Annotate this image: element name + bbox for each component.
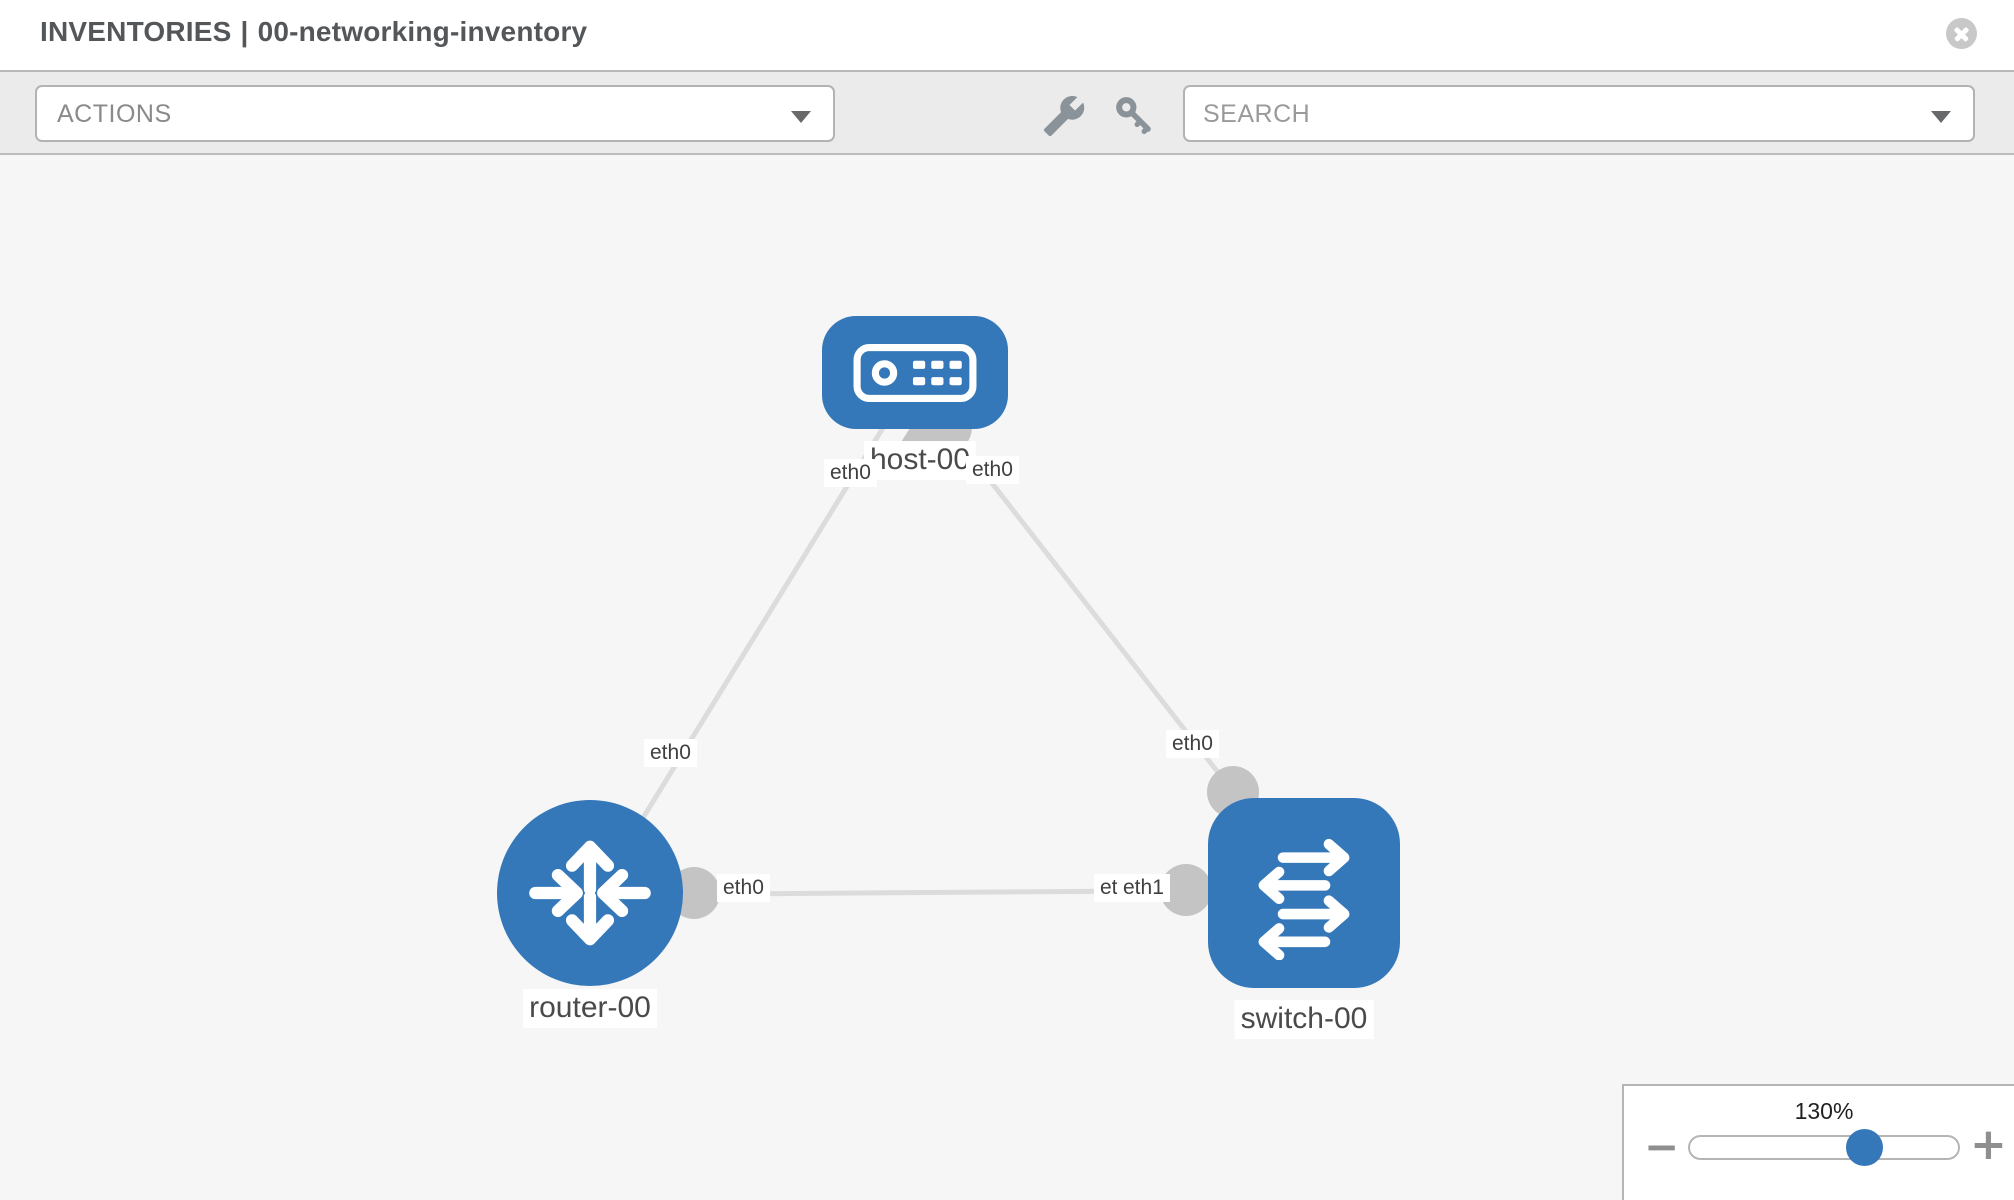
header-bar: INVENTORIES | 00-networking-inventory — [0, 0, 2014, 70]
node-label-switch: switch-00 — [1234, 1000, 1374, 1039]
zoom-level-value: 130% — [1794, 1098, 1854, 1124]
zoom-control-panel: 130% − + — [1622, 1084, 2014, 1200]
iface-label-router-to-host: eth0 — [644, 739, 697, 768]
wrench-icon — [1043, 96, 1085, 137]
zoom-out-button[interactable]: − — [1644, 1122, 1680, 1171]
topology-canvas[interactable]: host-00 router-00 switch-00 eth0 eth0 et… — [0, 155, 2014, 1200]
iface-label-switch-to-host: eth0 — [1166, 730, 1219, 759]
switch-icon — [1258, 838, 1350, 960]
page-title: INVENTORIES | 00-networking-inventory — [40, 16, 596, 48]
search-dropdown[interactable] — [1183, 85, 1975, 142]
node-label-host: host-00 — [863, 441, 977, 480]
node-switch-00[interactable] — [1208, 798, 1400, 988]
key-icon — [1116, 97, 1151, 135]
node-host-00[interactable] — [822, 316, 1008, 429]
zoom-slider-thumb[interactable] — [1846, 1129, 1883, 1166]
link-host-router — [595, 421, 889, 893]
iface-label-router-to-switch: eth0 — [717, 874, 770, 903]
node-label-router: router-00 — [523, 989, 657, 1028]
zoom-in-button[interactable]: + — [1970, 1119, 2007, 1170]
actions-dropdown[interactable]: ACTIONS — [35, 85, 835, 142]
chevron-down-icon — [1931, 111, 1951, 123]
key-button[interactable] — [1112, 94, 1156, 138]
iface-label-host-to-switch: eth0 — [966, 456, 1019, 485]
page-title-section: INVENTORIES — [40, 16, 232, 47]
page-title-separator: | — [240, 16, 249, 47]
wrench-button[interactable] — [1042, 94, 1086, 138]
host-icon — [853, 343, 977, 402]
links-layer — [579, 400, 1281, 919]
router-icon — [529, 840, 651, 946]
endpoint-dot-switch-left — [1160, 864, 1212, 916]
iface-label-switch-to-router: eth1 — [1117, 874, 1170, 903]
chevron-down-icon — [791, 111, 811, 123]
zoom-slider-track[interactable] — [1688, 1135, 1960, 1160]
node-router-00[interactable] — [497, 800, 683, 986]
toolbar: ACTIONS — [0, 70, 2014, 155]
search-input[interactable] — [1203, 91, 1903, 137]
iface-label-host-to-router: eth0 — [824, 459, 877, 488]
actions-dropdown-label: ACTIONS — [57, 100, 172, 128]
close-button[interactable] — [1946, 18, 1977, 49]
page-title-inventory-name: 00-networking-inventory — [257, 16, 588, 47]
